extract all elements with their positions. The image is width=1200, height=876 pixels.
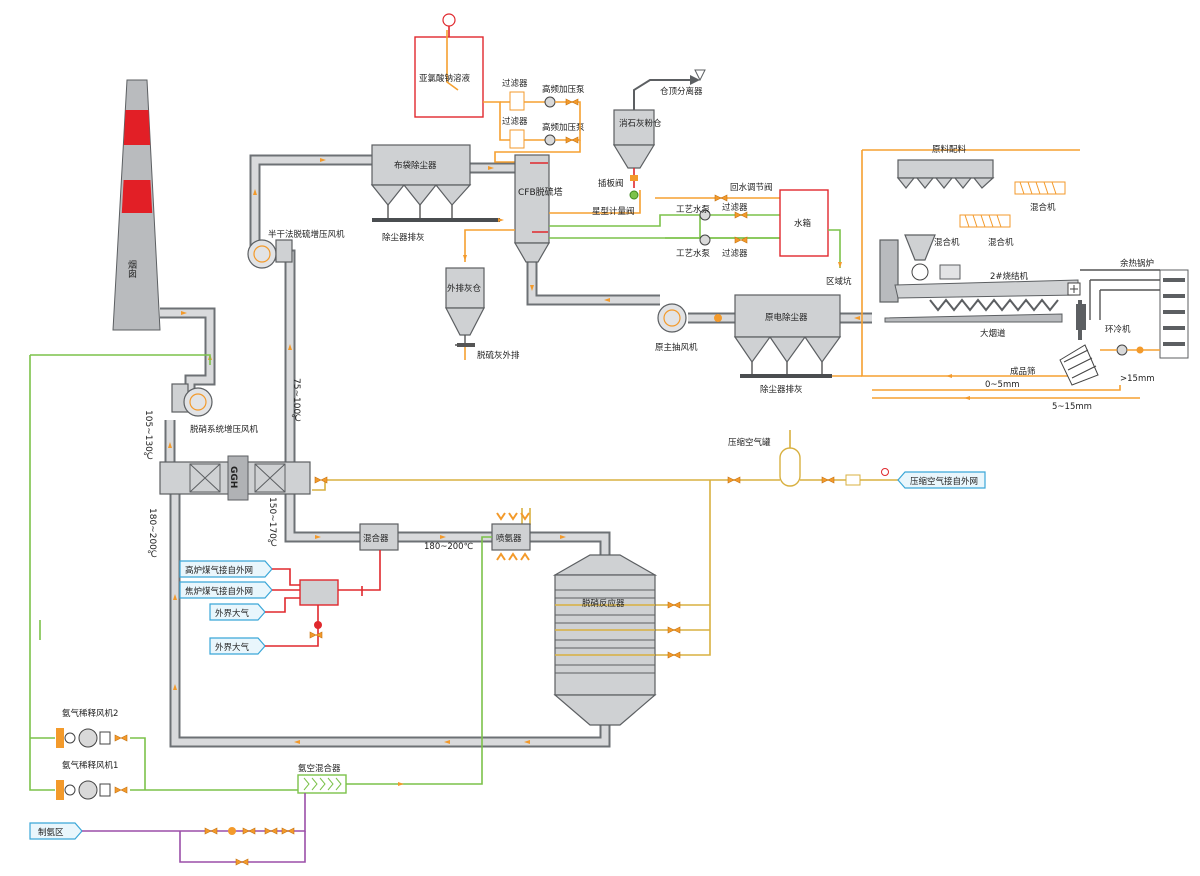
burner-gas-system: 高炉煤气接自外网 焦炉煤气接自外网 外界大气 外界大气 <box>179 560 363 655</box>
ggh-label: GGH <box>228 466 238 488</box>
bag-filter-label: 布袋除尘器 <box>394 160 437 171</box>
process-water-system: 工艺水泵 工艺水泵 过滤器 过滤器 回水调节阀 水箱 区域坑 <box>655 182 852 287</box>
chimney: 烟囱 <box>112 79 161 331</box>
main-fan-label: 原主抽风机 <box>655 342 698 353</box>
semi-dry-booster-fan: 半干法脱硫增压风机 <box>247 229 345 269</box>
coke-gas-label: 焦炉煤气接自外网 <box>185 586 253 597</box>
size-c-label: 5~15mm <box>1052 402 1092 412</box>
compressed-air-system: 压缩空气罐 压缩空气接自外网 <box>312 430 986 659</box>
denox-fan-label: 脱硝系统增压风机 <box>190 424 259 435</box>
temp-label-d: 180~200℃ <box>147 508 157 560</box>
return-valve-label: 回水调节阀 <box>730 182 773 193</box>
esp-label: 原电除尘器 <box>765 312 808 323</box>
ammonia-injector: 喷氨器 <box>491 512 531 561</box>
water-tank-label: 水箱 <box>794 218 812 229</box>
product-screen-label: 成品筛 <box>1010 366 1036 377</box>
air-tank-label: 压缩空气罐 <box>728 437 771 448</box>
denox-booster-fan: 脱硝系统增压风机 <box>171 383 259 435</box>
process-pump-a-label: 工艺水泵 <box>676 204 711 215</box>
cfb-label: CFB脱硫塔 <box>518 186 563 198</box>
lime-silo: 消石灰粉仓 仓顶分离器 插板阀 星型计量阀 <box>592 69 706 217</box>
size-b-label: 0~5mm <box>985 380 1020 390</box>
external-ash-silo: 外排灰仓 脱硫灰外排 <box>445 267 520 361</box>
mixer-b-label: 混合机 <box>988 237 1014 248</box>
waste-boiler-label: 余热锅炉 <box>1120 258 1154 269</box>
nh3-fan-1-label: 氨气稀释风机1 <box>62 760 118 771</box>
mixer: 混合器 <box>338 523 399 591</box>
bf-gas-label: 高炉煤气接自外网 <box>185 565 253 576</box>
nitrite-label: 亚氯酸钠溶液 <box>419 73 471 84</box>
ammonia-injector-label: 喷氨器 <box>496 533 522 544</box>
atm-b-label: 外界大气 <box>215 642 250 653</box>
sinter-area: 原料配料 混合机 混合机 混合机 2#烧结机 大烟道 余热锅炉 环冷机 <box>861 144 1189 412</box>
main-flue-label: 大烟道 <box>980 328 1006 339</box>
nitrite-system: 亚氯酸钠溶液 过滤器 过滤器 高频加压泵 高频加压泵 <box>414 13 585 163</box>
top-separator-label: 仓顶分离器 <box>660 86 703 97</box>
sinter-machine-label: 2#烧结机 <box>990 271 1029 282</box>
nh3-air-mixer-label: 氨空混合器 <box>298 763 341 774</box>
air-in-label: 压缩空气接自外网 <box>910 476 978 487</box>
scr-reactor-label: 脱硝反应器 <box>582 598 625 609</box>
filter-d-label: 过滤器 <box>722 248 748 259</box>
temp-label-a: 105~130℃ <box>143 410 153 462</box>
ammonia-dilution-system: 氨气稀释风机2 氨气稀释风机1 氨空混合器 制氨区 <box>29 354 492 866</box>
lime-silo-label: 消石灰粉仓 <box>619 118 662 129</box>
semi-dry-fan-label: 半干法脱硫增压风机 <box>268 229 345 240</box>
cfb-desulfurization-tower: CFB脱硫塔 <box>463 154 780 263</box>
filter-a-label: 过滤器 <box>502 78 528 89</box>
esp: 原电除尘器 除尘器排灰 <box>733 294 862 395</box>
hf-pump-b-label: 高频加压泵 <box>542 122 585 133</box>
process-pump-b-label: 工艺水泵 <box>676 248 711 259</box>
size-a-label: >15mm <box>1120 374 1155 384</box>
bag-filter: 布袋除尘器 除尘器排灰 <box>370 144 504 243</box>
chimney-label: 烟囱 <box>126 259 137 279</box>
main-exhaust-fan: 原主抽风机 <box>655 303 722 353</box>
esp-dust-out-label: 除尘器排灰 <box>760 384 803 395</box>
bag-dust-out-label: 除尘器排灰 <box>382 232 425 243</box>
atm-a-label: 外界大气 <box>215 608 250 619</box>
mixer-c-label: 混合机 <box>934 237 960 248</box>
filter-c-label: 过滤器 <box>722 202 748 213</box>
temp-label-b: 75~100℃ <box>291 378 301 424</box>
raw-mix-label: 原料配料 <box>932 144 967 155</box>
duct-arrows <box>168 158 860 744</box>
mixer-a-label: 混合机 <box>1030 202 1056 213</box>
zone-pit-label: 区域坑 <box>826 276 852 287</box>
nh3-fan-2-label: 氨气稀释风机2 <box>62 708 118 719</box>
desulf-ash-out-label: 脱硫灰外排 <box>477 350 520 361</box>
temp-label-e: 180~200℃ <box>424 542 474 552</box>
ring-cooler-label: 环冷机 <box>1105 324 1131 335</box>
plug-valve-label: 插板阀 <box>598 178 624 189</box>
scr-reactor: 脱硝反应器 <box>552 554 658 726</box>
ash-silo-label: 外排灰仓 <box>447 283 482 294</box>
ggh-heat-exchanger: GGH <box>159 455 311 501</box>
filter-b-label: 过滤器 <box>502 116 528 127</box>
star-valve-label: 星型计量阀 <box>592 206 635 217</box>
hf-pump-a-label: 高频加压泵 <box>542 84 585 95</box>
ammonia-zone-label: 制氨区 <box>38 827 64 838</box>
mixer-main-label: 混合器 <box>363 533 389 544</box>
temp-label-c: 150~170℃ <box>267 497 277 549</box>
